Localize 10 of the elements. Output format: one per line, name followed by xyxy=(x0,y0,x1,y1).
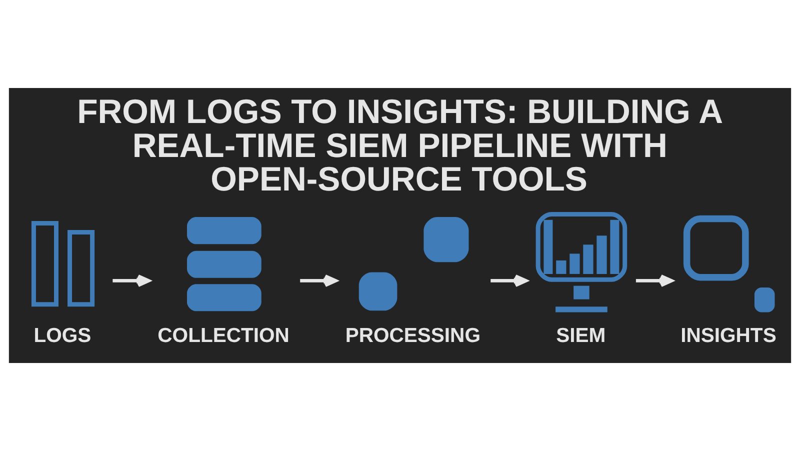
arrow xyxy=(636,274,674,286)
diagram-title: FROM LOGS TO INSIGHTS: BUILDING A REAL-TIME SIEM PIPELINE WITH OPEN-SOURCE TOOLS xyxy=(77,92,723,198)
arrow xyxy=(300,274,338,286)
node-label: COLLECTION xyxy=(158,324,290,347)
arrow xyxy=(112,274,150,286)
node-label: INSIGHTS xyxy=(680,324,776,347)
node-label: PROCESSING xyxy=(345,324,480,347)
node-label: SIEM xyxy=(556,324,606,347)
node-label: LOGS xyxy=(34,324,92,347)
arrow xyxy=(490,274,528,286)
